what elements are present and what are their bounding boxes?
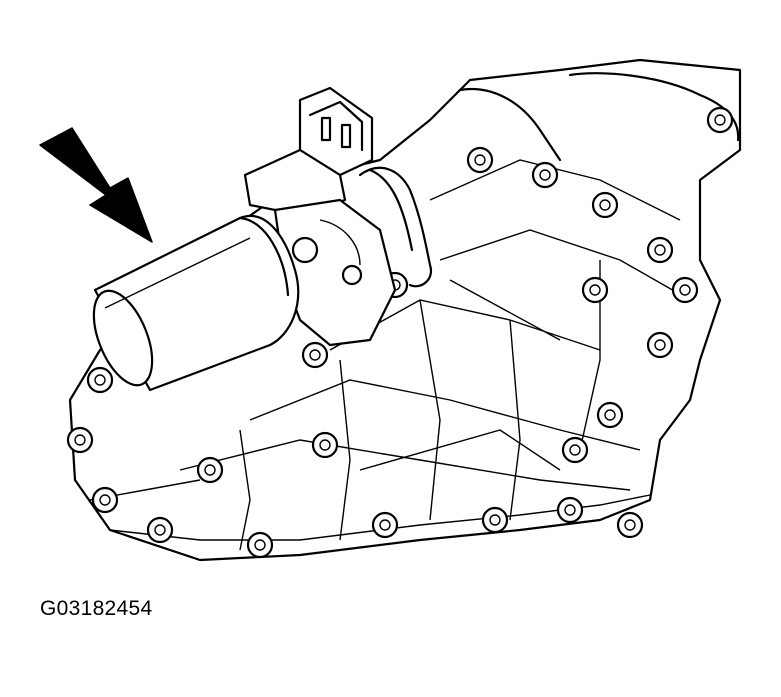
bolt-hole bbox=[94, 374, 106, 386]
bolt-hole bbox=[254, 539, 266, 551]
bolt-boss bbox=[706, 106, 734, 134]
bolt-hole bbox=[309, 349, 321, 361]
bolt-hole bbox=[564, 504, 576, 516]
solenoid-bracket bbox=[273, 198, 397, 347]
bolt-boss bbox=[481, 506, 509, 534]
arrow-icon bbox=[39, 127, 153, 243]
bolt-boss bbox=[646, 236, 674, 264]
bolt-boss bbox=[66, 426, 94, 454]
bolt-hole bbox=[474, 154, 486, 166]
bolt-hole bbox=[569, 444, 581, 456]
bolt-hole bbox=[379, 519, 391, 531]
bolt-hole bbox=[204, 464, 216, 476]
bolt-hole bbox=[539, 169, 551, 181]
bolt-boss bbox=[561, 436, 589, 464]
bolt-hole bbox=[654, 339, 666, 351]
bolt-boss bbox=[371, 511, 399, 539]
bolt-hole bbox=[714, 114, 726, 126]
bolt-boss bbox=[246, 531, 274, 559]
bolt-boss bbox=[91, 486, 119, 514]
bolt-bosses bbox=[66, 106, 734, 559]
bolt-boss bbox=[646, 331, 674, 359]
bolt-boss bbox=[616, 511, 644, 539]
bolt-hole bbox=[99, 494, 111, 506]
bolt-hole bbox=[319, 439, 331, 451]
bolt-hole bbox=[624, 519, 636, 531]
bolt-boss bbox=[301, 341, 329, 369]
bolt-boss bbox=[146, 516, 174, 544]
bolt-hole bbox=[599, 199, 611, 211]
bolt-hole bbox=[654, 244, 666, 256]
bolt-boss bbox=[596, 401, 624, 429]
bolt-boss bbox=[466, 146, 494, 174]
bolt-boss bbox=[556, 496, 584, 524]
bolt-boss bbox=[86, 366, 114, 394]
bolt-boss bbox=[581, 276, 609, 304]
bolt-boss bbox=[196, 456, 224, 484]
figure-code-label: G03182454 bbox=[40, 597, 153, 620]
bolt-hole bbox=[604, 409, 616, 421]
bolt-hole bbox=[154, 524, 166, 536]
bolt-boss bbox=[671, 276, 699, 304]
bolt-boss bbox=[311, 431, 339, 459]
bolt-boss bbox=[591, 191, 619, 219]
bolt-hole bbox=[489, 514, 501, 526]
bolt-hole bbox=[74, 434, 86, 446]
bolt-boss bbox=[531, 161, 559, 189]
bolt-hole bbox=[679, 284, 691, 296]
solenoid-cylinder bbox=[92, 214, 300, 392]
bolt-hole bbox=[589, 284, 601, 296]
electrical-connector bbox=[243, 86, 433, 288]
transmission-case bbox=[68, 58, 742, 562]
